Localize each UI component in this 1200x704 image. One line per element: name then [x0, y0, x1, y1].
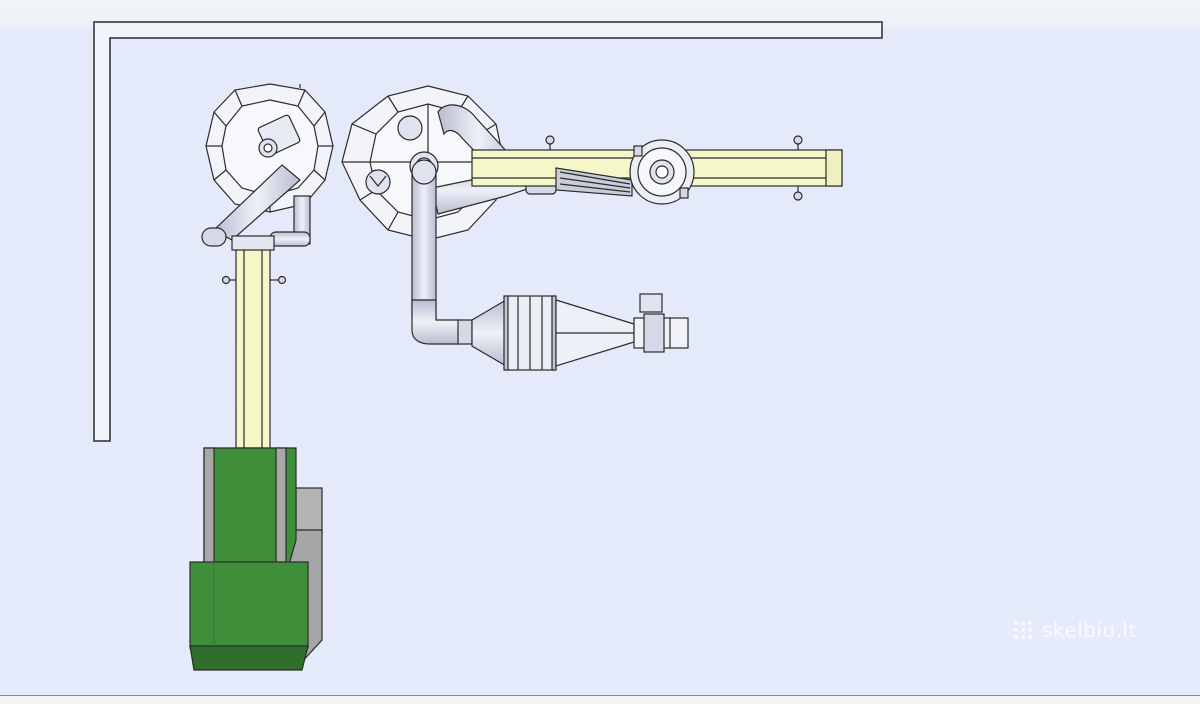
- silo-left: [205, 83, 334, 213]
- dots-grid-icon: [1014, 621, 1032, 639]
- exhaust-fan: [633, 293, 689, 353]
- watermark: skelbiu.lt: [1012, 618, 1137, 642]
- conveyor-vertical: [221, 235, 287, 449]
- green-machine: [189, 447, 323, 671]
- duct-left-silo: [201, 164, 311, 247]
- filter-unit: [457, 295, 635, 371]
- fan-unit-conveyor: [629, 139, 695, 205]
- building-wall: [93, 21, 883, 442]
- bottom-status-strip: [0, 695, 1200, 704]
- watermark-text: skelbiu.lt: [1042, 618, 1137, 642]
